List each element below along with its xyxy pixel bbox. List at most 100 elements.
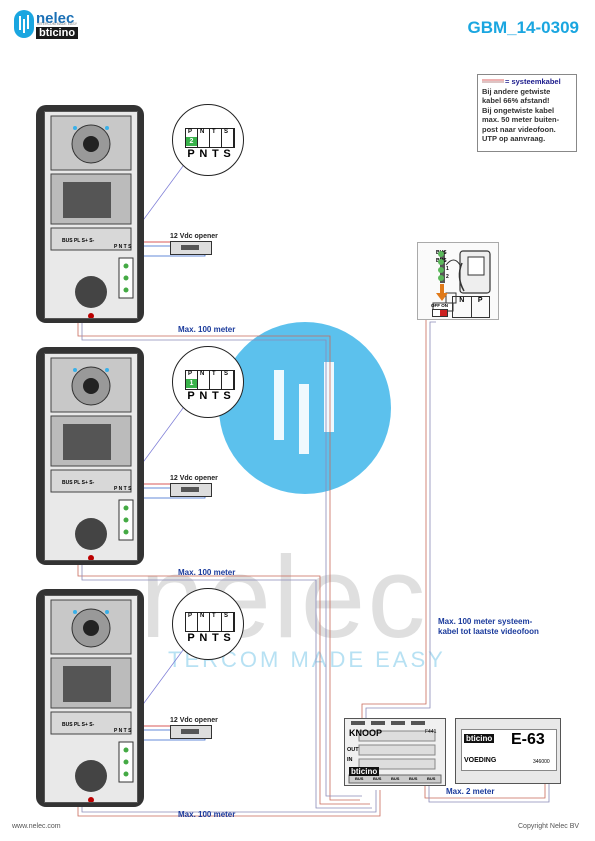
opener-label: 12 Vdc opener [170,717,218,724]
opener-slot [181,245,199,250]
dip-cell: N [198,371,210,389]
zoom-label: S [223,390,231,402]
systeem-note: kabel tot laatste videofoon [438,627,539,636]
knoop-row-label: OUT [347,747,359,753]
opener-slot [181,487,199,492]
zoom-label: N [199,148,208,160]
opener-slot [181,729,199,734]
zoom-label: S [223,632,231,644]
footer-website: www.nelec.com [12,823,61,830]
voeding-brand: bticino [464,734,495,743]
entrance-panel [36,105,144,323]
zoom-label: T [211,148,219,160]
nelec-logo [14,10,34,38]
nelec-logo-icon [14,10,34,38]
dip-label: P [188,129,193,135]
panel-terminal-labels: BUS PL S+ S- [62,722,95,728]
door-opener [170,725,212,739]
power-cable [428,782,550,803]
zoom-label: P [187,148,195,160]
system-cable [81,318,362,797]
opener-label: 12 Vdc opener [170,475,218,482]
dip-cell: T [210,371,222,389]
zoom-label: N [199,390,208,402]
dip-label: P [188,371,193,377]
document-code: GBM_14-0309 [467,18,579,37]
monitor-np-box: N P [452,296,490,318]
legend-line: kabel 66% afstand! [482,96,550,105]
zoom-label: T [211,390,219,402]
dip-address: 2 [186,137,197,146]
distance-label: Max. 100 meter [178,810,236,819]
dip-label: S [224,371,229,377]
dip-cell: N [198,613,210,631]
knoop-label: KNOOP [349,728,383,738]
knoop-bus-label: BUS [427,776,436,781]
legend-title: = systeemkabel [505,77,561,86]
zoom-label: N [199,632,208,644]
system-cable [361,317,436,718]
knoop-brand: bticino [349,767,380,776]
panel-face [44,595,138,803]
knoop-code: F441 [425,729,437,735]
voeding-code: 346000 [533,759,550,765]
cable-legend-icon [482,79,504,83]
dip-cell: P [186,613,198,631]
dip-label: S [224,613,229,619]
panel-details-icon [50,599,134,803]
panel-details-icon [50,115,134,319]
dip-cell: S [222,613,234,631]
monitor-switch-label: OFF ON [431,303,448,308]
entrance-panel [36,589,144,807]
dip-label: N [200,129,205,135]
dip-label: N [200,613,205,619]
system-cable [77,318,360,801]
system-cable [81,790,377,813]
knoop-bus-label: BUS [409,776,418,781]
logo-brand: bticino [36,27,79,39]
logo-name: nelec [36,10,75,27]
legend-line: UTP op aanvraag. [482,134,546,143]
legend-line: Bij ongetwiste kabel [482,105,555,115]
footer-copyright: Copyright Nelec BV [518,823,580,830]
zoom-label: S [223,148,231,160]
power-cable [424,782,546,799]
door-opener [170,483,212,497]
system-cable [77,560,370,805]
voeding-label: VOEDING [464,757,497,764]
dip-cell: S [222,371,234,389]
dip-label: T [212,613,216,619]
door-opener [170,241,212,255]
dip-cell: S [222,129,234,147]
system-cable [81,560,372,809]
voeding-unit [455,718,561,784]
opener-label: 12 Vdc opener [170,233,218,240]
dip-label: T [212,371,216,377]
zoom-label: P [187,632,195,644]
dip-cell: T [210,613,222,631]
legend-line: Bij andere getwiste [482,86,551,96]
system-cable [77,790,381,817]
panel-face [44,111,138,319]
voeding-model: E-63 [511,731,545,748]
dip-cell: N [198,129,210,147]
monitor-terminal: 2 [446,274,449,280]
zoom-label: T [211,632,219,644]
monitor-switch [432,309,448,317]
dip-cell: T [210,129,222,147]
videophone-icon [432,250,491,312]
panel-connector-labels: P N T S [114,486,132,492]
dip-address: 1 [186,379,197,388]
panel-terminal-labels: BUS PL S+ S- [62,480,95,486]
panel-details-icon [50,357,134,561]
dip-label: N [200,371,205,377]
